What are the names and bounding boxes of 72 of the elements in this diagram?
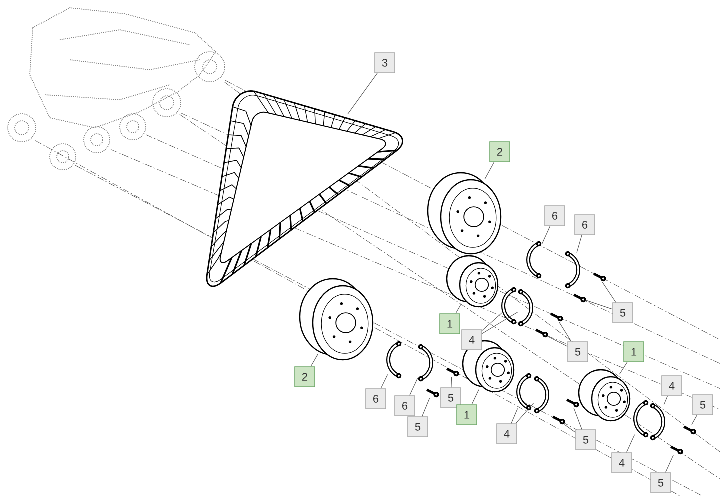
clamp-drawing bbox=[634, 400, 649, 438]
leader-line bbox=[542, 226, 551, 244]
wheel-drawing bbox=[427, 172, 502, 255]
track-drawing bbox=[206, 90, 404, 288]
callout-number: 2 bbox=[294, 366, 316, 388]
bolt-drawing bbox=[550, 312, 564, 322]
callout-number: 5 bbox=[612, 302, 634, 324]
leader-line bbox=[380, 374, 388, 389]
leader-line bbox=[310, 354, 319, 367]
leader-line bbox=[574, 408, 582, 430]
bolt-drawing bbox=[552, 416, 566, 425]
leader-line bbox=[484, 162, 495, 180]
callout-number: 6 bbox=[574, 214, 596, 236]
bolt-drawing bbox=[670, 446, 684, 455]
callout-number: 2 bbox=[490, 142, 510, 162]
wheel-drawing bbox=[578, 369, 631, 422]
leader-line bbox=[602, 282, 616, 303]
clamp-drawing bbox=[565, 251, 580, 289]
bolt-drawing bbox=[593, 272, 606, 282]
callout-number: 3 bbox=[374, 52, 396, 74]
leader-line bbox=[664, 396, 668, 406]
callout-number: 5 bbox=[568, 342, 588, 362]
callout-number: 4 bbox=[462, 330, 482, 350]
clamp-drawing bbox=[386, 341, 402, 379]
callout-number: 4 bbox=[496, 424, 518, 444]
leader-line bbox=[456, 304, 462, 314]
leader-line bbox=[422, 398, 430, 417]
bolt-drawing bbox=[446, 368, 460, 377]
clamp-drawing bbox=[516, 373, 532, 411]
leader-line bbox=[547, 336, 568, 347]
leader-line bbox=[576, 235, 582, 254]
leader-line bbox=[472, 390, 480, 405]
leader-line bbox=[558, 322, 572, 342]
leader-line bbox=[410, 378, 418, 396]
bolt-drawing bbox=[683, 426, 696, 435]
leader-line bbox=[482, 312, 504, 331]
clamp-drawing bbox=[534, 376, 550, 414]
bolt-drawing bbox=[566, 398, 580, 408]
callout-number: 4 bbox=[612, 452, 632, 474]
clamp-drawing bbox=[418, 344, 434, 382]
bolt-drawing bbox=[535, 328, 548, 338]
callout-number: 5 bbox=[576, 430, 596, 450]
callout-number: 6 bbox=[394, 396, 416, 416]
clamp-drawing bbox=[526, 241, 542, 279]
leader-line bbox=[692, 415, 698, 426]
wheel-drawing bbox=[299, 278, 374, 361]
callout-number: 1 bbox=[440, 314, 460, 334]
leader-line bbox=[585, 300, 613, 310]
bolt-drawing bbox=[426, 388, 440, 398]
leader-line bbox=[665, 454, 674, 473]
leader-line bbox=[511, 408, 518, 424]
callout-number: 6 bbox=[366, 388, 386, 410]
leader-line bbox=[348, 73, 378, 115]
callout-number: 6 bbox=[544, 206, 566, 226]
leader-line bbox=[516, 402, 534, 424]
callout-number: 1 bbox=[624, 342, 644, 362]
callout-number: 4 bbox=[662, 376, 682, 396]
clamp-drawing bbox=[518, 289, 534, 327]
bolt-drawing bbox=[573, 294, 586, 303]
callout-number: 5 bbox=[408, 416, 428, 438]
leader-line bbox=[482, 312, 518, 334]
leader-line bbox=[626, 434, 636, 453]
leader-line bbox=[619, 362, 628, 375]
callout-number: 1 bbox=[456, 404, 478, 426]
callout-number: 5 bbox=[650, 472, 672, 494]
leader-line bbox=[564, 424, 576, 433]
clamp-drawing bbox=[650, 403, 666, 441]
clamp-drawing bbox=[502, 287, 517, 325]
wheel-drawing bbox=[446, 255, 499, 308]
callout-number: 5 bbox=[692, 394, 714, 416]
leader-line bbox=[451, 376, 452, 388]
callout-number: 5 bbox=[440, 388, 462, 408]
